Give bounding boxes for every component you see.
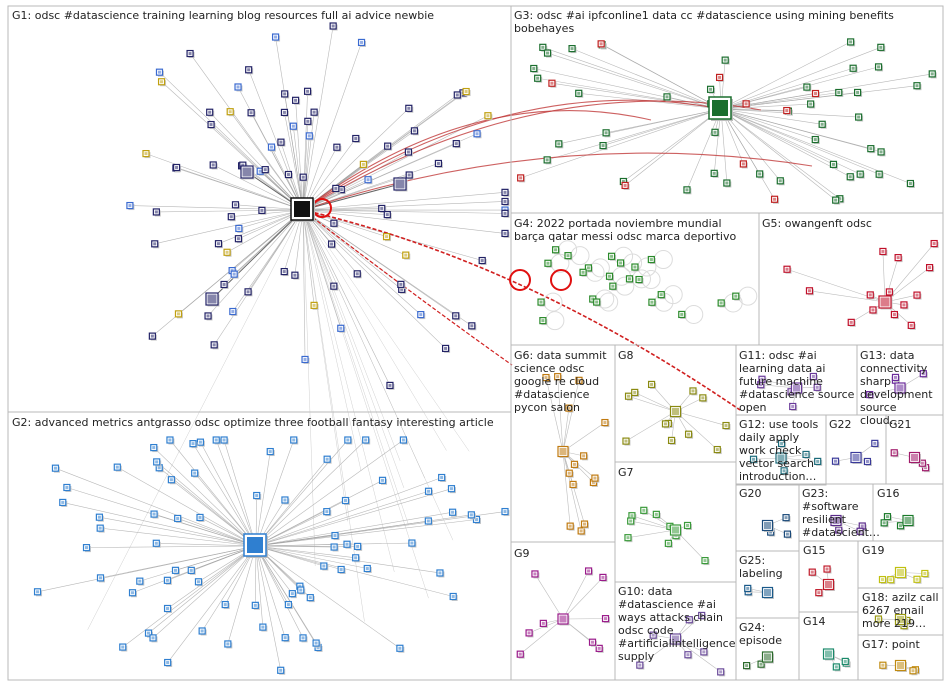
group-box-g16 (872, 483, 944, 542)
odsc-to-g11-edge (302, 209, 741, 411)
group-box-g9 (510, 541, 616, 681)
group-box-g14 (798, 611, 859, 681)
group-box-g17 (857, 634, 944, 681)
odsc-to-g6-edge (302, 209, 513, 366)
odsc-edge (302, 152, 813, 211)
self-loop-marker (509, 269, 531, 291)
group-box-g24 (735, 617, 800, 681)
self-loop-marker (550, 269, 572, 291)
group-box-g11 (735, 344, 858, 416)
group-box-g10 (614, 581, 737, 681)
odsc-edge (302, 100, 762, 211)
group-box-g19 (857, 540, 944, 589)
nodes-layer (33, 22, 939, 677)
group-box-g12 (735, 414, 827, 486)
group-box-g23 (798, 483, 874, 542)
group-boxes-layer (7, 5, 944, 681)
group-box-g15 (798, 540, 859, 613)
odsc-edge (302, 110, 652, 211)
group-box-g6 (510, 344, 616, 543)
group-box-g4 (510, 212, 760, 346)
group-box-g25 (735, 550, 800, 619)
edges-layer (37, 25, 935, 673)
group-box-g22 (825, 414, 887, 485)
